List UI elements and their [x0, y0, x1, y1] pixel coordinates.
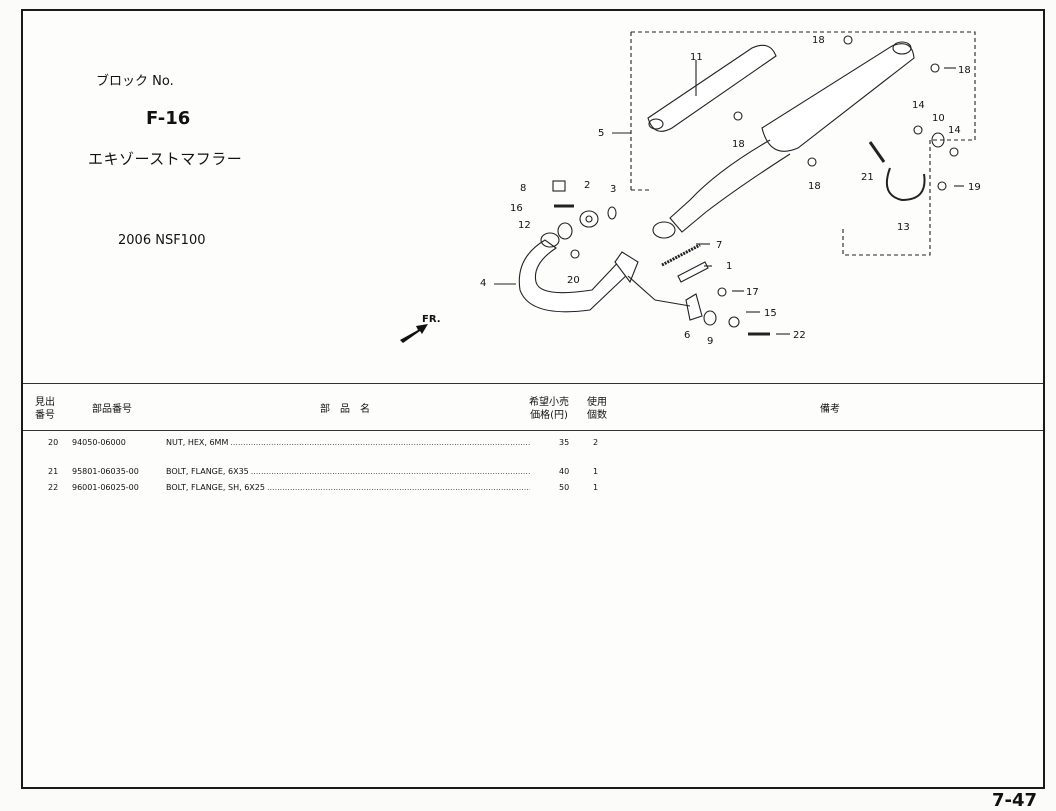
washer-14b [949, 147, 959, 157]
page-number: 7-47 [992, 790, 1038, 811]
part-label-4: 4 [480, 278, 486, 289]
collar-1 [677, 261, 709, 283]
table-row: 20 94050-06000 NUT, HEX, 6MM 35 2...........… [0, 437, 1056, 449]
band-13 [886, 167, 926, 202]
header-notes: 備考 [820, 404, 840, 415]
part-label-14: 14 [948, 125, 961, 136]
header-qty: 使用 個数 [587, 397, 607, 421]
part-label-5: 5 [598, 128, 604, 139]
part-label-6: 6 [684, 330, 690, 341]
model-name: 2006 NSF100 [118, 233, 206, 248]
front-direction-arrow: FR. [400, 314, 441, 343]
row-qty: 1 [593, 483, 599, 492]
joint-2 [579, 210, 599, 228]
spring-7 [661, 243, 701, 267]
leader-dots: ........................................… [250, 467, 530, 476]
part-label-18: 18 [958, 65, 971, 76]
table-header-rule [23, 430, 1043, 431]
bolt-18d [807, 157, 817, 167]
part-label-8: 8 [520, 183, 526, 194]
row-qty: 2 [593, 438, 599, 447]
muffler-cover-11 [647, 44, 777, 132]
part-label-3: 3 [610, 184, 616, 195]
page-frame [21, 9, 1045, 789]
bolt-18b [930, 63, 940, 73]
part-label-17: 17 [746, 287, 759, 298]
muffler-group-outline [631, 31, 976, 256]
collar-15 [728, 316, 740, 328]
part-label-15: 15 [764, 308, 777, 319]
bolt-18a [843, 35, 853, 45]
header-ref: 見出 番号 [35, 397, 55, 421]
gasket-12 [557, 222, 573, 240]
muffler-body-5 [652, 41, 915, 239]
nut-19 [937, 181, 947, 191]
direction-label: FR. [422, 314, 441, 325]
gasket-3 [607, 206, 617, 220]
rubber-10 [931, 132, 945, 148]
part-label-7: 7 [716, 240, 722, 251]
part-label-9: 9 [707, 336, 713, 347]
table-top-rule [23, 383, 1043, 384]
row-part-name: NUT, HEX, 6MM [166, 438, 229, 447]
part-label-11: 11 [690, 52, 703, 63]
part-label-20: 20 [567, 275, 580, 286]
part-label-21: 21 [861, 172, 874, 183]
washer-14a [913, 125, 923, 135]
part-label-18: 18 [808, 181, 821, 192]
row-ref: 21 [48, 467, 59, 476]
row-part-no: 95801-06035-00 [72, 467, 139, 476]
block-code: F-16 [146, 108, 191, 129]
part-label-14: 14 [912, 100, 925, 111]
stay-6 [685, 293, 703, 321]
row-part-name: BOLT, FLANGE, 6X35 [166, 467, 249, 476]
row-part-name: BOLT, FLANGE, SH, 6X25 [166, 483, 265, 492]
part-label-22: 22 [793, 330, 806, 341]
block-number-label: ブロック No. [96, 74, 174, 89]
row-price: 50 [559, 483, 570, 492]
part-label-16: 16 [510, 203, 523, 214]
nut-20 [570, 249, 580, 259]
table-row: 22 96001-06025-00 BOLT, FLANGE, SH, 6X25 50… [0, 482, 1056, 494]
collar-8 [552, 180, 566, 192]
part-label-19: 19 [968, 182, 981, 193]
header-part-name: 部 品 名 [320, 404, 370, 415]
row-qty: 1 [593, 467, 599, 476]
part-label-13: 13 [897, 222, 910, 233]
row-price: 35 [559, 438, 570, 447]
part-label-18: 18 [812, 35, 825, 46]
bolt-18c [733, 111, 743, 121]
bolt-21 [868, 141, 886, 163]
part-label-10: 10 [932, 113, 945, 124]
leader-dots: ........................................… [266, 483, 530, 492]
row-price: 40 [559, 467, 570, 476]
header-part-no: 部品番号 [92, 404, 132, 415]
part-label-18: 18 [732, 139, 745, 150]
row-part-no: 96001-06025-00 [72, 483, 139, 492]
row-ref: 22 [48, 483, 59, 492]
table-row: 21 95801-06035-00 BOLT, FLANGE, 6X35 40 1...… [0, 466, 1056, 478]
block-title: エキゾーストマフラー [88, 150, 243, 168]
rubber-9 [703, 310, 717, 326]
header-price: 希望小売 価格(円) [529, 397, 569, 421]
part-label-1: 1 [726, 261, 732, 272]
bolt-17 [717, 287, 727, 297]
leader-dots: ........................................… [230, 438, 530, 447]
part-label-12: 12 [518, 220, 531, 231]
row-part-no: 94050-06000 [72, 438, 126, 447]
exhaust-pipe-4 [518, 232, 639, 313]
row-ref: 20 [48, 438, 59, 447]
part-label-2: 2 [584, 180, 590, 191]
